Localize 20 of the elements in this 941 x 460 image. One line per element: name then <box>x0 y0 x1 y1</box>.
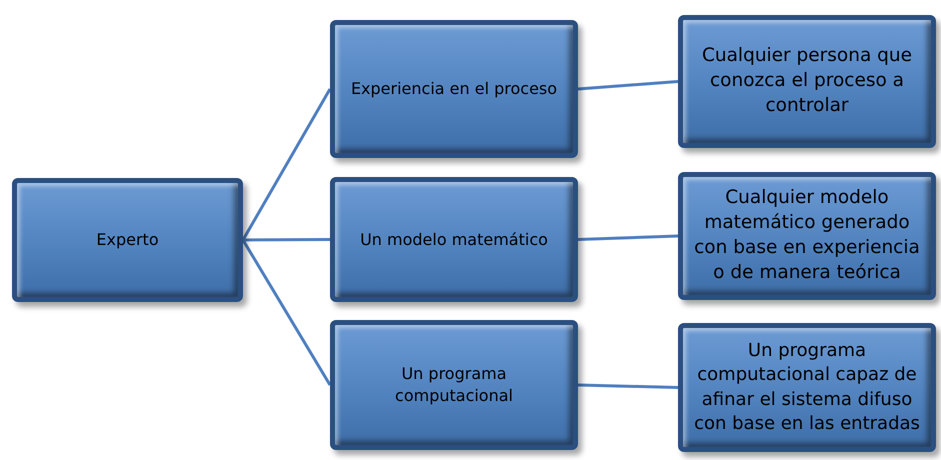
box-text: Un programa computacional <box>394 363 514 407</box>
box-text: Cualquier persona que conozca el proceso a controlar <box>700 44 914 118</box>
connector-line <box>578 80 678 90</box>
connector-line <box>578 234 678 241</box>
process-box <box>678 172 936 300</box>
connector-line <box>242 239 332 386</box>
process-box <box>678 15 936 148</box>
box-text: Un modelo matemático <box>360 228 548 250</box>
box-text: Un programa computacional capaz de afinar el sistema difuso con base en las entradas <box>693 338 921 436</box>
process-box <box>12 178 243 302</box>
process-box <box>330 320 578 450</box>
connector-line <box>242 88 332 241</box>
process-box <box>330 20 578 158</box>
box-text: Experiencia en el proceso <box>350 78 558 100</box>
connector-line <box>242 238 330 242</box>
box-text: Cualquier modelo matemático generado con base en experiencia o de manera teórica <box>693 186 921 285</box>
process-box <box>330 177 578 302</box>
process-box <box>678 323 936 452</box>
box-text: Experto <box>96 229 159 251</box>
connector-line <box>578 384 678 389</box>
